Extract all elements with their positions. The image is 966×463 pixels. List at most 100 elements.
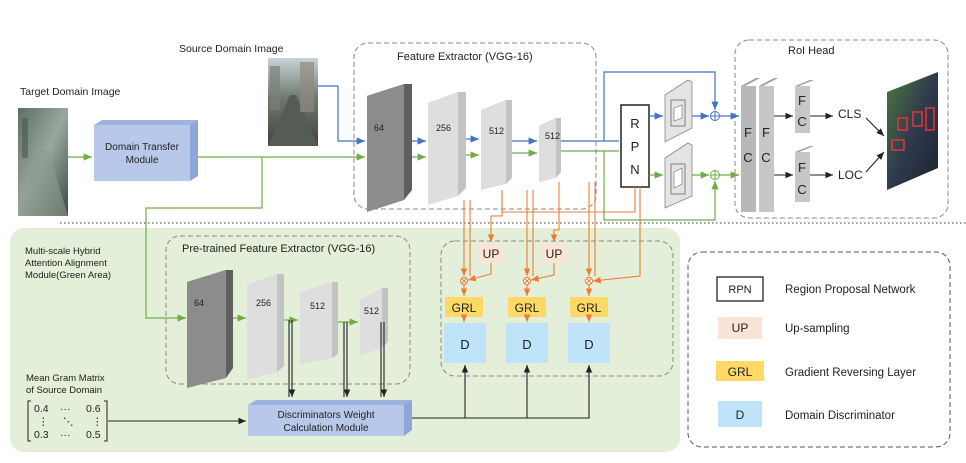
fe-layer-64: 64 (367, 84, 412, 212)
legend-rpn-swatch (716, 276, 764, 302)
source-domain-image (268, 58, 318, 146)
grl-label-3: GRL (577, 301, 602, 315)
weight-module-label-1: Discriminators Weight (277, 410, 374, 421)
domain-transfer-module: Domain Transfer Module (94, 120, 198, 181)
green-area-label-1: Multi-scale Hybrid (25, 246, 101, 257)
legend-up-key: UP (732, 321, 749, 335)
multiply-node-3 (584, 276, 594, 286)
feature-extractor-title: Feature Extractor (VGG-16) (397, 51, 533, 63)
gram-r2c3: ⋮ (92, 416, 103, 428)
fe-layer-label-64: 64 (374, 123, 384, 133)
pt-layer-64: 64 (187, 270, 233, 388)
discriminator-box-1: D (444, 323, 486, 363)
cls-output-label: CLS (838, 107, 861, 121)
sum-node-top (710, 111, 720, 121)
loc-output-label: LOC (838, 168, 863, 182)
multiply-node-1 (459, 276, 469, 286)
weight-module-label-2: Calculation Module (283, 423, 368, 434)
pt-layer-256: 256 (247, 274, 284, 380)
legend-d-desc: Domain Discriminator (785, 410, 895, 422)
fe-layer-label-256: 256 (436, 123, 451, 133)
roi-head-box (734, 39, 949, 219)
black-arrows (108, 112, 885, 425)
rpn-box: R P N (620, 104, 650, 188)
target-domain-label: Target Domain Image (20, 86, 121, 98)
fc2-c: C (761, 150, 770, 165)
source-domain-label: Source Domain Image (179, 43, 284, 55)
legend-grl-desc: Gradient Reversing Layer (785, 367, 916, 379)
fc-loc-f: F (798, 160, 806, 175)
fc-block-2: F C (759, 78, 778, 212)
grl-box-3: GRL (570, 297, 608, 317)
fe-layer-label-512b: 512 (545, 131, 560, 141)
target-domain-image (18, 108, 68, 216)
fe-layer-512b: 512 (539, 118, 561, 182)
pretrained-extractor-title: Pre-trained Feature Extractor (VGG-16) (182, 243, 375, 255)
roi-head-title: RoI Head (788, 45, 834, 57)
up-box-1: UP (478, 243, 504, 263)
gram-r3c2: ··· (60, 429, 71, 441)
sum-node-bottom (710, 170, 720, 180)
up-box-2: UP (541, 243, 567, 263)
gram-r1c2: ··· (60, 403, 71, 415)
fe-layer-label-512a: 512 (489, 126, 504, 136)
rpn-letter-p: P (631, 139, 640, 154)
legend-up-desc: Up-sampling (785, 323, 850, 335)
green-area-label-3: Module(Green Area) (25, 270, 111, 281)
orange-arrows (460, 182, 641, 322)
fc1-c: C (743, 150, 752, 165)
discriminator-label-2: D (522, 337, 531, 352)
discriminator-label-3: D (584, 337, 593, 352)
domain-transfer-label-2: Module (126, 155, 159, 166)
roi-feature-map-bottom (664, 142, 693, 209)
gram-r1c3: 0.6 (86, 403, 101, 415)
gram-r2c1: ⋮ (38, 416, 49, 428)
pt-layer-512a: 512 (300, 282, 338, 364)
fc-block-loc: F C (795, 146, 814, 202)
output-detection-image (887, 72, 938, 190)
weight-calculation-module: Discriminators Weight Calculation Module (248, 400, 412, 436)
up-label-1: UP (483, 247, 500, 261)
up-label-2: UP (546, 247, 563, 261)
rpn-letter-n: N (630, 162, 639, 177)
feature-extractor-box (353, 42, 597, 210)
green-area-label-2: Attention Alignment (25, 258, 107, 269)
domain-transfer-label-1: Domain Transfer (105, 142, 180, 153)
gram-r3c1: 0.3 (34, 429, 49, 441)
pretrained-extractor-box (165, 235, 411, 385)
discriminator-label-1: D (460, 337, 469, 352)
fe-layer-256: 256 (428, 92, 466, 205)
discriminator-box-3: D (568, 323, 610, 363)
fc-block-1: F C (741, 78, 760, 212)
legend: RPN Region Proposal Network UP Up-sampli… (716, 276, 916, 427)
pt-layer-label-512a: 512 (310, 301, 325, 311)
fc-loc-c: C (797, 182, 806, 197)
discriminator-box-2: D (506, 323, 548, 363)
green-arrows (68, 149, 739, 326)
fc-block-cls: F C (795, 80, 814, 133)
grl-label-1: GRL (452, 301, 477, 315)
fc-cls-f: F (798, 93, 806, 108)
pt-layer-label-256: 256 (256, 298, 271, 308)
legend-grl-key: GRL (728, 365, 753, 379)
grl-box-2: GRL (508, 297, 546, 317)
legend-d-key: D (736, 408, 745, 422)
fc-cls-c: C (797, 114, 806, 129)
pt-layer-label-512b: 512 (364, 306, 379, 316)
fc1-f: F (744, 125, 752, 140)
roi-feature-map-top (664, 79, 693, 143)
grl-label-2: GRL (515, 301, 540, 315)
fe-layer-512a: 512 (481, 100, 512, 190)
pt-layer-512b: 512 (360, 288, 388, 356)
fc2-f: F (762, 125, 770, 140)
gram-r2c2: ⋱ (63, 416, 74, 428)
alignment-box (440, 240, 674, 377)
pt-layer-label-64: 64 (194, 298, 204, 308)
legend-rpn-desc: Region Proposal Network (785, 284, 916, 296)
gram-title-2: of Source Domain (26, 385, 102, 396)
legend-d-swatch (718, 401, 762, 427)
blue-arrows (318, 71, 739, 145)
rpn-letter-r: R (630, 116, 639, 131)
gram-title-1: Mean Gram Matrix (26, 373, 105, 384)
